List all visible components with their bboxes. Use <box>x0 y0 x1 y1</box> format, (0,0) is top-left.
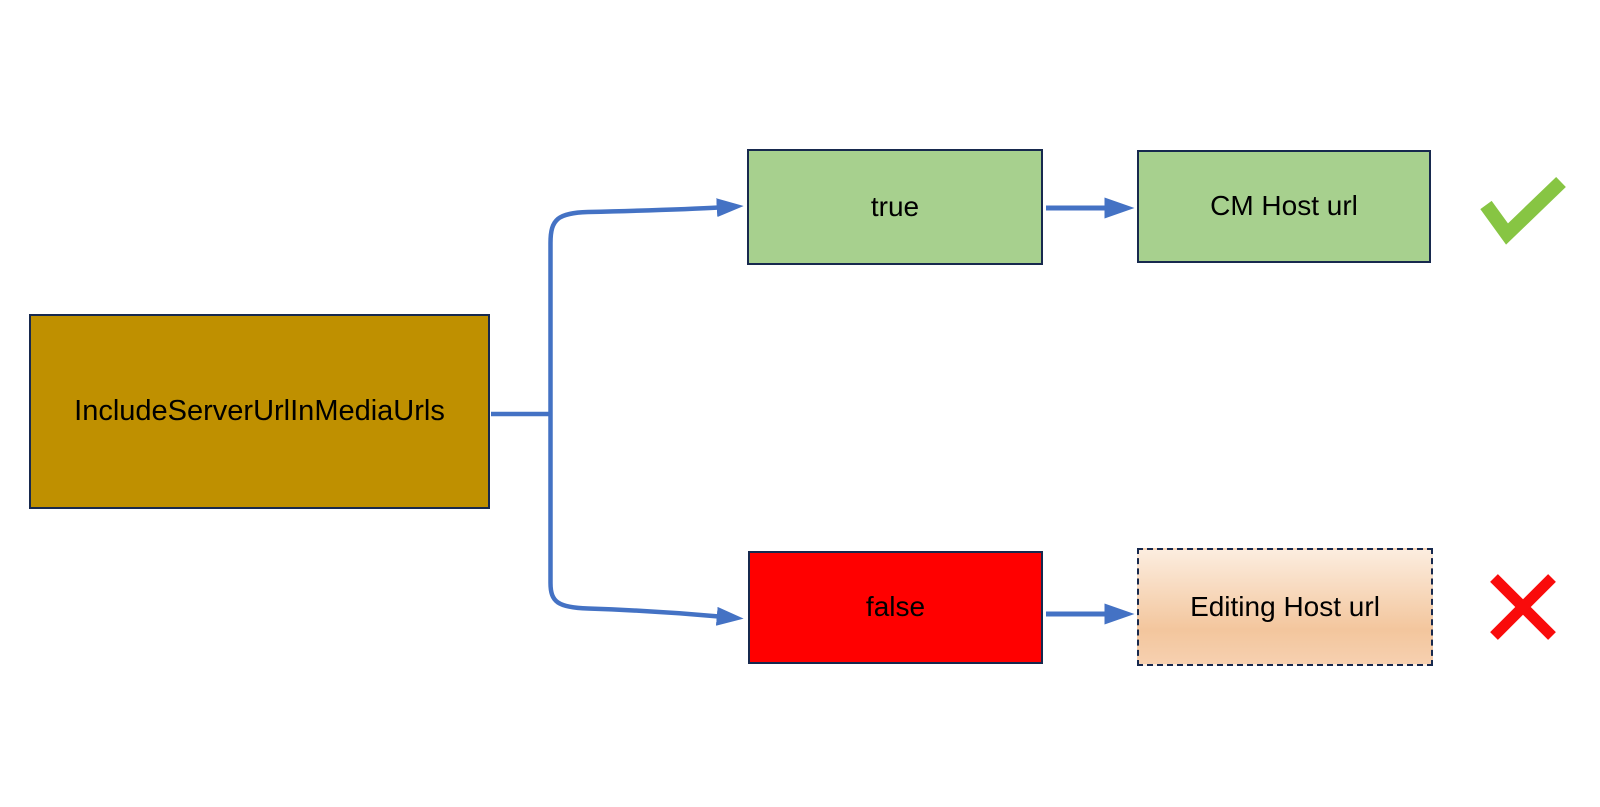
decision-label: IncludeServerUrlInMediaUrls <box>74 394 445 427</box>
cm-host-label: CM Host url <box>1210 190 1358 222</box>
false-label: false <box>865 591 926 623</box>
editing-host-label: Editing Host url <box>1190 590 1380 622</box>
connector-false-branch <box>548 414 744 626</box>
false-box: false <box>748 551 1043 664</box>
true-box: true <box>747 149 1043 265</box>
connector-true-branch <box>548 198 744 414</box>
decision-box: IncludeServerUrlInMediaUrls <box>29 314 490 509</box>
cm-host-box: CM Host url <box>1137 150 1431 263</box>
editing-host-box: Editing Host url <box>1137 548 1433 666</box>
check-icon <box>1480 176 1566 245</box>
cross-icon <box>1490 574 1556 640</box>
true-label: true <box>870 190 920 222</box>
